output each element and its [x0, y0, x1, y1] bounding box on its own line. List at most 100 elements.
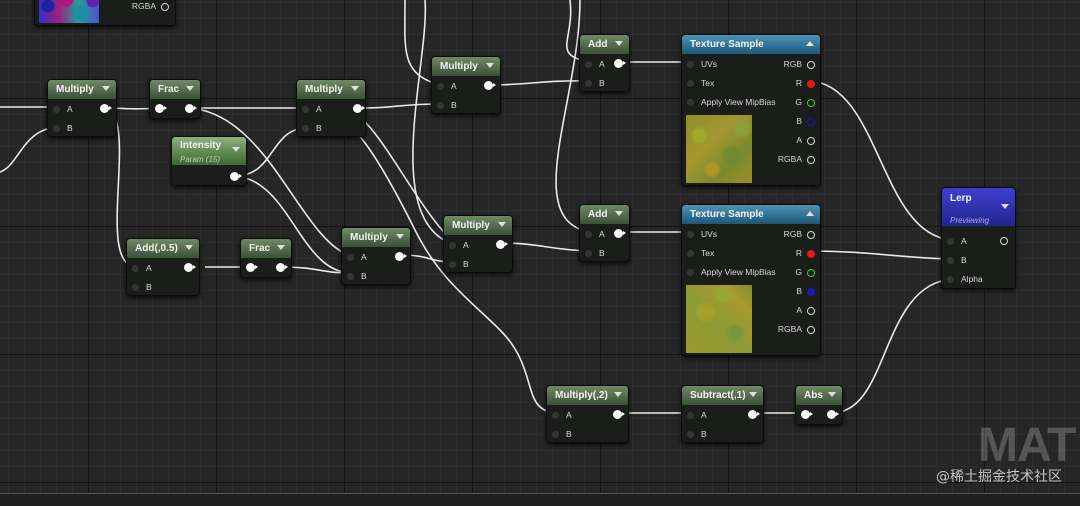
node-header[interactable]: Texture Sample [682, 205, 820, 224]
subtract-node[interactable]: Subtract(,1) A B [681, 385, 764, 443]
chevron-down-icon[interactable] [828, 392, 836, 397]
multiply-2x-node[interactable]: Multiply(,2) A B [546, 385, 629, 443]
pin-a[interactable]: A [585, 229, 605, 239]
output-pin-icon[interactable] [230, 172, 242, 181]
add-node-2[interactable]: Add A B [579, 204, 630, 262]
node-header[interactable]: Subtract(,1) [682, 386, 763, 405]
pin-r-out[interactable]: R [796, 78, 815, 88]
pin-b[interactable]: B [687, 429, 707, 439]
pin-tex[interactable]: Tex [687, 248, 714, 258]
pin-a[interactable]: A [302, 104, 322, 114]
chevron-down-icon[interactable] [614, 392, 622, 397]
pin-a[interactable]: A [687, 410, 707, 420]
pin-rgba-out[interactable]: RGBA [778, 154, 815, 164]
pin-b[interactable]: B [585, 78, 605, 88]
chevron-down-icon[interactable] [486, 63, 494, 68]
output-pin-icon[interactable] [184, 263, 196, 272]
chevron-down-icon[interactable] [615, 211, 623, 216]
node-header[interactable]: Frac [241, 239, 291, 258]
pin-a[interactable]: A [53, 104, 73, 114]
pin-b[interactable]: B [132, 282, 152, 292]
pin-rgba-out[interactable]: RGBA [778, 324, 815, 334]
abs-node[interactable]: Abs [795, 385, 843, 425]
chevron-up-icon[interactable] [806, 41, 814, 46]
pin-a[interactable]: A [437, 81, 457, 91]
input-pin-icon[interactable] [801, 410, 813, 419]
output-pin-icon[interactable] [100, 104, 112, 113]
pin-b[interactable]: B [552, 429, 572, 439]
pin-b[interactable]: B [53, 123, 73, 133]
output-pin-icon[interactable] [614, 59, 626, 68]
pin-b-out[interactable]: B [796, 116, 815, 126]
top-texture-node[interactable]: RGBA [34, 0, 176, 26]
chevron-down-icon[interactable] [277, 245, 285, 250]
pin-apply-view-mipbias[interactable]: Apply View MipBias [687, 267, 776, 277]
pin-a-out[interactable]: A [796, 135, 815, 145]
output-pin-icon[interactable] [614, 229, 626, 238]
output-pin-icon[interactable] [613, 410, 625, 419]
node-header[interactable]: Multiply [342, 228, 410, 247]
pin-uvs[interactable]: UVs [687, 229, 717, 239]
pin-a[interactable]: A [552, 410, 572, 420]
node-header[interactable]: Frac [150, 80, 200, 99]
pin-a[interactable]: A [132, 263, 152, 273]
node-header[interactable]: Multiply [297, 80, 365, 99]
pin-g-out[interactable]: G [795, 97, 815, 107]
frac-node-2[interactable]: Frac [240, 238, 292, 278]
pin-a[interactable]: A [347, 252, 367, 262]
input-pin-icon[interactable] [246, 263, 258, 272]
pin-b[interactable]: B [585, 248, 605, 258]
pin-a[interactable]: A [585, 59, 605, 69]
node-header[interactable]: Add [580, 35, 629, 54]
output-pin-icon[interactable] [1000, 237, 1008, 245]
input-pin-icon[interactable] [155, 104, 167, 113]
pin-apply-view-mipbias[interactable]: Apply View MipBias [687, 97, 776, 107]
chevron-down-icon[interactable] [498, 222, 506, 227]
pin-b[interactable]: B [449, 259, 469, 269]
multiply-node-2[interactable]: Multiply A B [296, 79, 366, 137]
pin-alpha[interactable]: Alpha [947, 274, 983, 284]
output-pin-icon[interactable] [484, 81, 496, 90]
frac-node-1[interactable]: Frac [149, 79, 201, 119]
texture-sample-node-1[interactable]: Texture Sample UVs Tex Apply View MipBia… [681, 34, 821, 186]
output-pin-icon[interactable] [748, 410, 760, 419]
node-header[interactable]: Texture Sample [682, 35, 820, 54]
bottom-scrollbar[interactable] [0, 493, 1080, 506]
pin-b[interactable]: B [302, 123, 322, 133]
output-pin-icon[interactable] [353, 104, 365, 113]
chevron-down-icon[interactable] [396, 234, 404, 239]
chevron-down-icon[interactable] [615, 41, 623, 46]
pin-a[interactable]: A [947, 236, 967, 246]
pin-g-out[interactable]: G [795, 267, 815, 277]
output-pin-icon[interactable] [827, 410, 839, 419]
node-header[interactable]: Add(,0.5) [127, 239, 199, 258]
pin-rgba-out[interactable]: RGBA [132, 1, 169, 11]
pin-tex[interactable]: Tex [687, 78, 714, 88]
node-header[interactable]: Add [580, 205, 629, 224]
multiply-node-top[interactable]: Multiply A B [431, 56, 501, 114]
node-header[interactable]: Multiply [444, 216, 512, 235]
chevron-down-icon[interactable] [186, 86, 194, 91]
output-pin-icon[interactable] [185, 104, 197, 113]
pin-b-out[interactable]: B [796, 286, 815, 296]
multiply-node-4[interactable]: Multiply A B [443, 215, 513, 273]
node-header[interactable]: Multiply [48, 80, 116, 99]
pin-uvs[interactable]: UVs [687, 59, 717, 69]
pin-b[interactable]: B [947, 255, 967, 265]
texture-sample-node-2[interactable]: Texture Sample UVs Tex Apply View MipBia… [681, 204, 821, 356]
add-node-top[interactable]: Add A B [579, 34, 630, 92]
pin-b[interactable]: B [347, 271, 367, 281]
output-pin-icon[interactable] [395, 252, 407, 261]
node-header[interactable]: Abs [796, 386, 842, 405]
pin-b[interactable]: B [437, 100, 457, 110]
node-header[interactable]: Multiply [432, 57, 500, 76]
chevron-up-icon[interactable] [806, 211, 814, 216]
output-pin-icon[interactable] [496, 240, 508, 249]
chevron-down-icon[interactable] [351, 86, 359, 91]
pin-rgb-out[interactable]: RGB [784, 59, 815, 69]
multiply-node-3[interactable]: Multiply A B [341, 227, 411, 285]
